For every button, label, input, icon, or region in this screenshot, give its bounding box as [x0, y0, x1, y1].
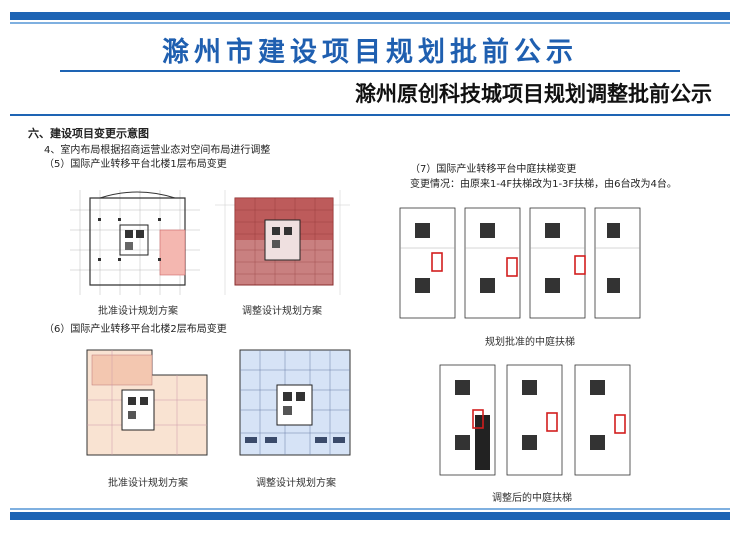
top-banner-stripe [10, 22, 730, 24]
sub-title: 滁州原创科技城项目规划调整批前公示 [355, 81, 712, 106]
item-4-text: 4、室内布局根据招商运营业态对空间布局进行调整 [44, 145, 271, 156]
main-title: 滁州市建设项目规划批前公示 [162, 37, 578, 68]
caption-1f-adjusted: 调整设计规划方案 [242, 306, 322, 317]
item-5-text: （5）国际产业转移平台北楼1层布局变更 [44, 159, 227, 170]
caption-escalator-approved: 规划批准的中庭扶梯 [485, 337, 575, 348]
floor-plan-1f-approved [70, 190, 200, 295]
caption-1f-approved: 批准设计规划方案 [98, 306, 178, 317]
floor-plan-2f-approved [82, 345, 212, 460]
subtitle-divider [10, 114, 730, 116]
caption-2f-approved: 批准设计规划方案 [108, 478, 188, 489]
caption-2f-adjusted: 调整设计规划方案 [256, 478, 336, 489]
top-banner-bar [10, 12, 730, 20]
floor-plan-2f-adjusted [235, 345, 355, 460]
item-7-detail: 变更情况：由原来1-4F扶梯改为1-3F扶梯，由6台改为4台。 [410, 179, 677, 190]
item-6-text: （6）国际产业转移平台北楼2层布局变更 [44, 324, 227, 335]
bottom-banner-stripe [10, 508, 730, 510]
bottom-banner-bar [10, 512, 730, 520]
floor-plan-1f-adjusted [215, 190, 350, 295]
escalator-plans-approved [395, 198, 645, 328]
section-heading: 六、建设项目变更示意图 [28, 127, 149, 140]
escalator-plans-adjusted [435, 355, 635, 480]
caption-escalator-adjusted: 调整后的中庭扶梯 [492, 493, 572, 504]
item-7-text: （7）国际产业转移平台中庭扶梯变更 [410, 164, 577, 175]
title-divider [60, 70, 680, 72]
